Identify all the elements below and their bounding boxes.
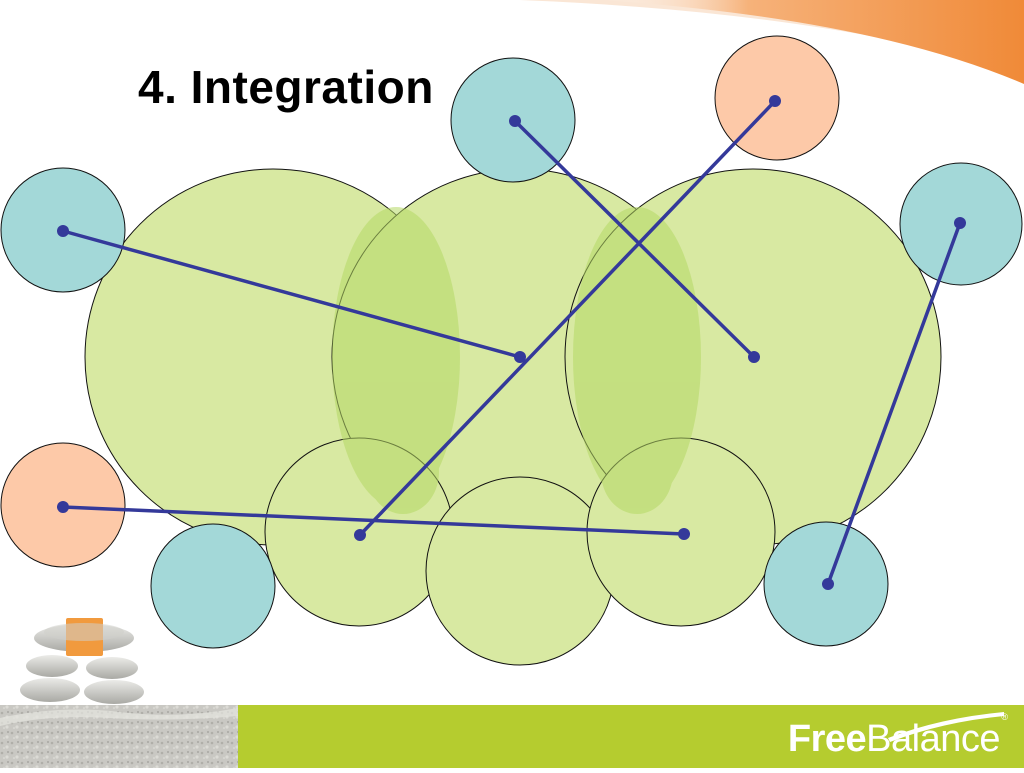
connector-left-to-center [61, 229, 522, 359]
connector-top-to-right [513, 119, 756, 359]
dot [678, 528, 690, 540]
dot [822, 578, 834, 590]
connector-dots [57, 95, 966, 590]
stone-texture-icon [0, 705, 238, 768]
circle-overlaps [332, 207, 701, 514]
connector-right-to-bottom-right [826, 221, 962, 586]
brand-free: Free [787, 718, 867, 760]
dot [954, 217, 966, 229]
green-circle-small-center [425, 476, 615, 666]
dot [769, 95, 781, 107]
swoosh-decoration-icon [520, 0, 1024, 84]
teal-circle-bottom-left [150, 523, 276, 649]
registered-mark: ® [1001, 712, 1008, 722]
dot [354, 529, 366, 541]
dot [509, 115, 521, 127]
dot [57, 501, 69, 513]
dot [57, 225, 69, 237]
connector-peach-left-to-small-right [61, 505, 686, 536]
brand-swoosh-icon [888, 712, 1004, 742]
brand-logo: FreeBalance [787, 718, 1001, 761]
slide-title: 4. Integration [138, 61, 434, 113]
connector-lines [61, 99, 962, 586]
stone-stack-logo-icon [20, 618, 144, 704]
connector-peach-to-small-left [358, 99, 777, 537]
dot [748, 351, 760, 363]
dot [514, 351, 526, 363]
brand-balance: Balance [866, 718, 1000, 760]
